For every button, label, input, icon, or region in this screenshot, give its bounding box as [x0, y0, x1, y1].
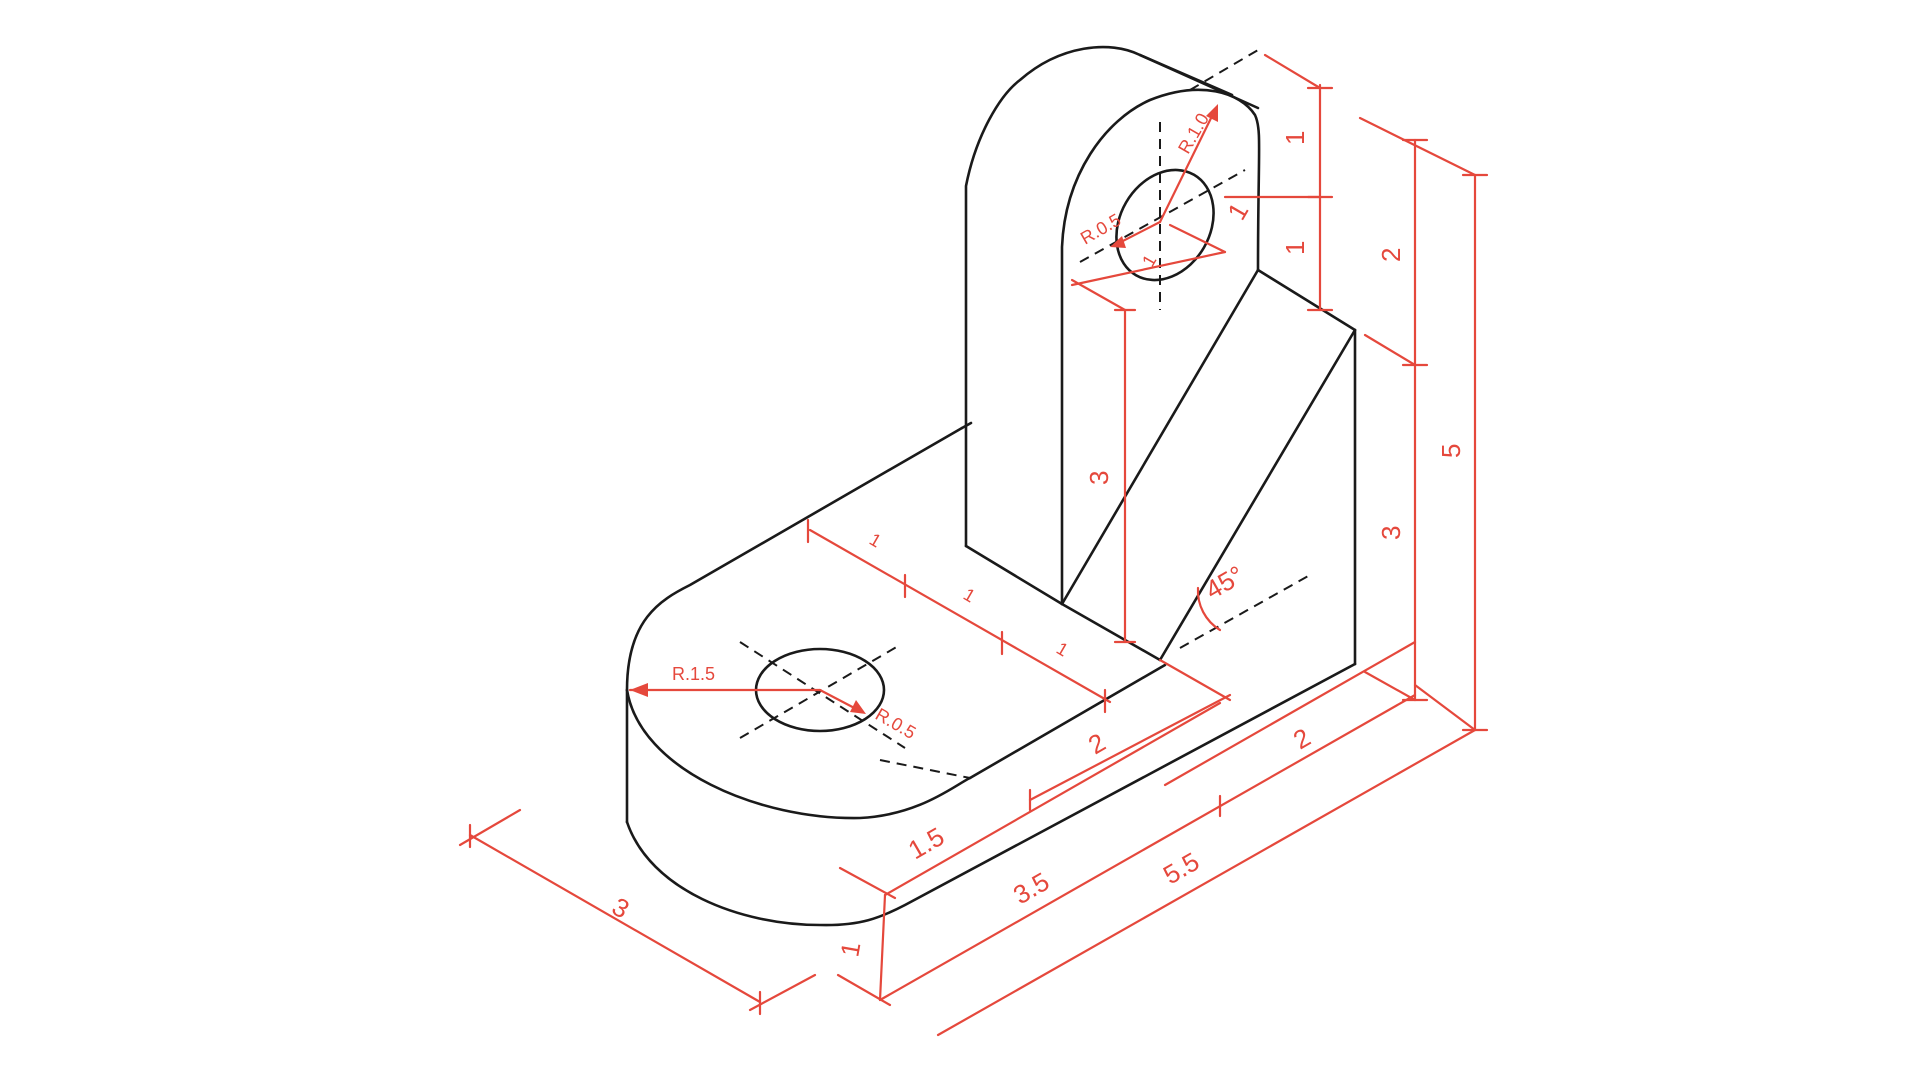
ext-right-bottom [1413, 683, 1477, 732]
label-base-depth: 3 [607, 891, 635, 924]
label-lug-mid-1: 1 [1280, 241, 1310, 255]
rib-reference-line [1179, 574, 1311, 649]
label-lug-top-1: 1 [1280, 131, 1310, 145]
dim-line-bottom-2 [1163, 640, 1417, 787]
angle-arc [1196, 586, 1222, 632]
ext-base-right [1363, 670, 1417, 702]
dimension-labels: 3 1 1.5 3.5 5.5 2 2 1 1 1 3 1 1 1 1 2 3 … [607, 110, 1466, 959]
dim-line-3-5 [878, 693, 1417, 1002]
ext-hole-right [1168, 223, 1227, 254]
label-radius-base-outer: R.1.5 [672, 664, 715, 684]
label-lug-3: 3 [1084, 471, 1114, 485]
lug-hole [1115, 168, 1215, 282]
lug-front-arch [1060, 88, 1261, 606]
rib-front-diagonal [1060, 268, 1260, 606]
dim-line-hole-bottom [1070, 250, 1227, 287]
base-top-front-edge [968, 663, 1167, 780]
ext-lug-right-top [1263, 53, 1322, 90]
dim-line-web [808, 528, 1112, 704]
ext-base-height-top [838, 866, 897, 900]
lug-back-outline [964, 45, 1260, 548]
arrow-base-r05 [850, 700, 866, 714]
dim-line-front-2 [1028, 693, 1232, 802]
label-right-2: 2 [1376, 248, 1406, 262]
ext-right-mid [1363, 333, 1417, 367]
base-top-arc-left [625, 426, 964, 692]
ext-base-height-bottom [836, 973, 892, 1007]
ext-front-2 [1158, 658, 1232, 702]
dimension-lines [458, 53, 1489, 1037]
base-centerline-b [739, 644, 901, 739]
label-web-1b: 1 [960, 584, 979, 606]
label-radius-lug-outer: R.1.0 [1174, 110, 1213, 157]
ext-lug-3-top [1070, 278, 1127, 312]
label-radius-base-hole: R.0.5 [872, 704, 919, 743]
rib-bottom [1060, 602, 1162, 662]
label-len-1-5: 1.5 [903, 821, 949, 865]
label-len-5-5: 5.5 [1158, 846, 1204, 890]
label-right-5: 5 [1436, 444, 1466, 458]
label-len-2-bottom: 2 [1288, 722, 1316, 755]
ext-right-top [1358, 116, 1477, 177]
dim-line-1-5 [883, 701, 1222, 897]
label-web-1c: 1 [1053, 638, 1072, 660]
arrow-base-r15 [630, 683, 648, 697]
dim-line-base-height [878, 893, 887, 1002]
dim-line-base-depth [468, 833, 762, 1004]
arrow-lug-r10 [1206, 104, 1218, 122]
base-top-front-curve [625, 688, 972, 820]
lug-top-edge [1138, 53, 1234, 97]
part-outline [625, 45, 1357, 927]
label-right-3: 3 [1376, 526, 1406, 540]
arrow-lug-r05 [1110, 236, 1126, 248]
label-hole-1a: 1 [1221, 197, 1254, 225]
lug-back-bottom [964, 544, 1064, 606]
center-lines [739, 49, 1311, 779]
lug-top-ext-line [1189, 49, 1259, 91]
base-centerline-ext [879, 759, 971, 779]
label-angle: 45° [1200, 560, 1249, 606]
label-base-height: 1 [834, 940, 866, 959]
base-bottom-curve [625, 662, 1357, 927]
dim-line-5-5 [936, 728, 1477, 1037]
lug-right-slope-upper [1256, 268, 1357, 332]
label-web-1a: 1 [866, 529, 885, 551]
leader-lug-r10 [1158, 108, 1217, 224]
label-front-2: 2 [1083, 727, 1111, 760]
rib-back-diagonal [1158, 328, 1357, 662]
